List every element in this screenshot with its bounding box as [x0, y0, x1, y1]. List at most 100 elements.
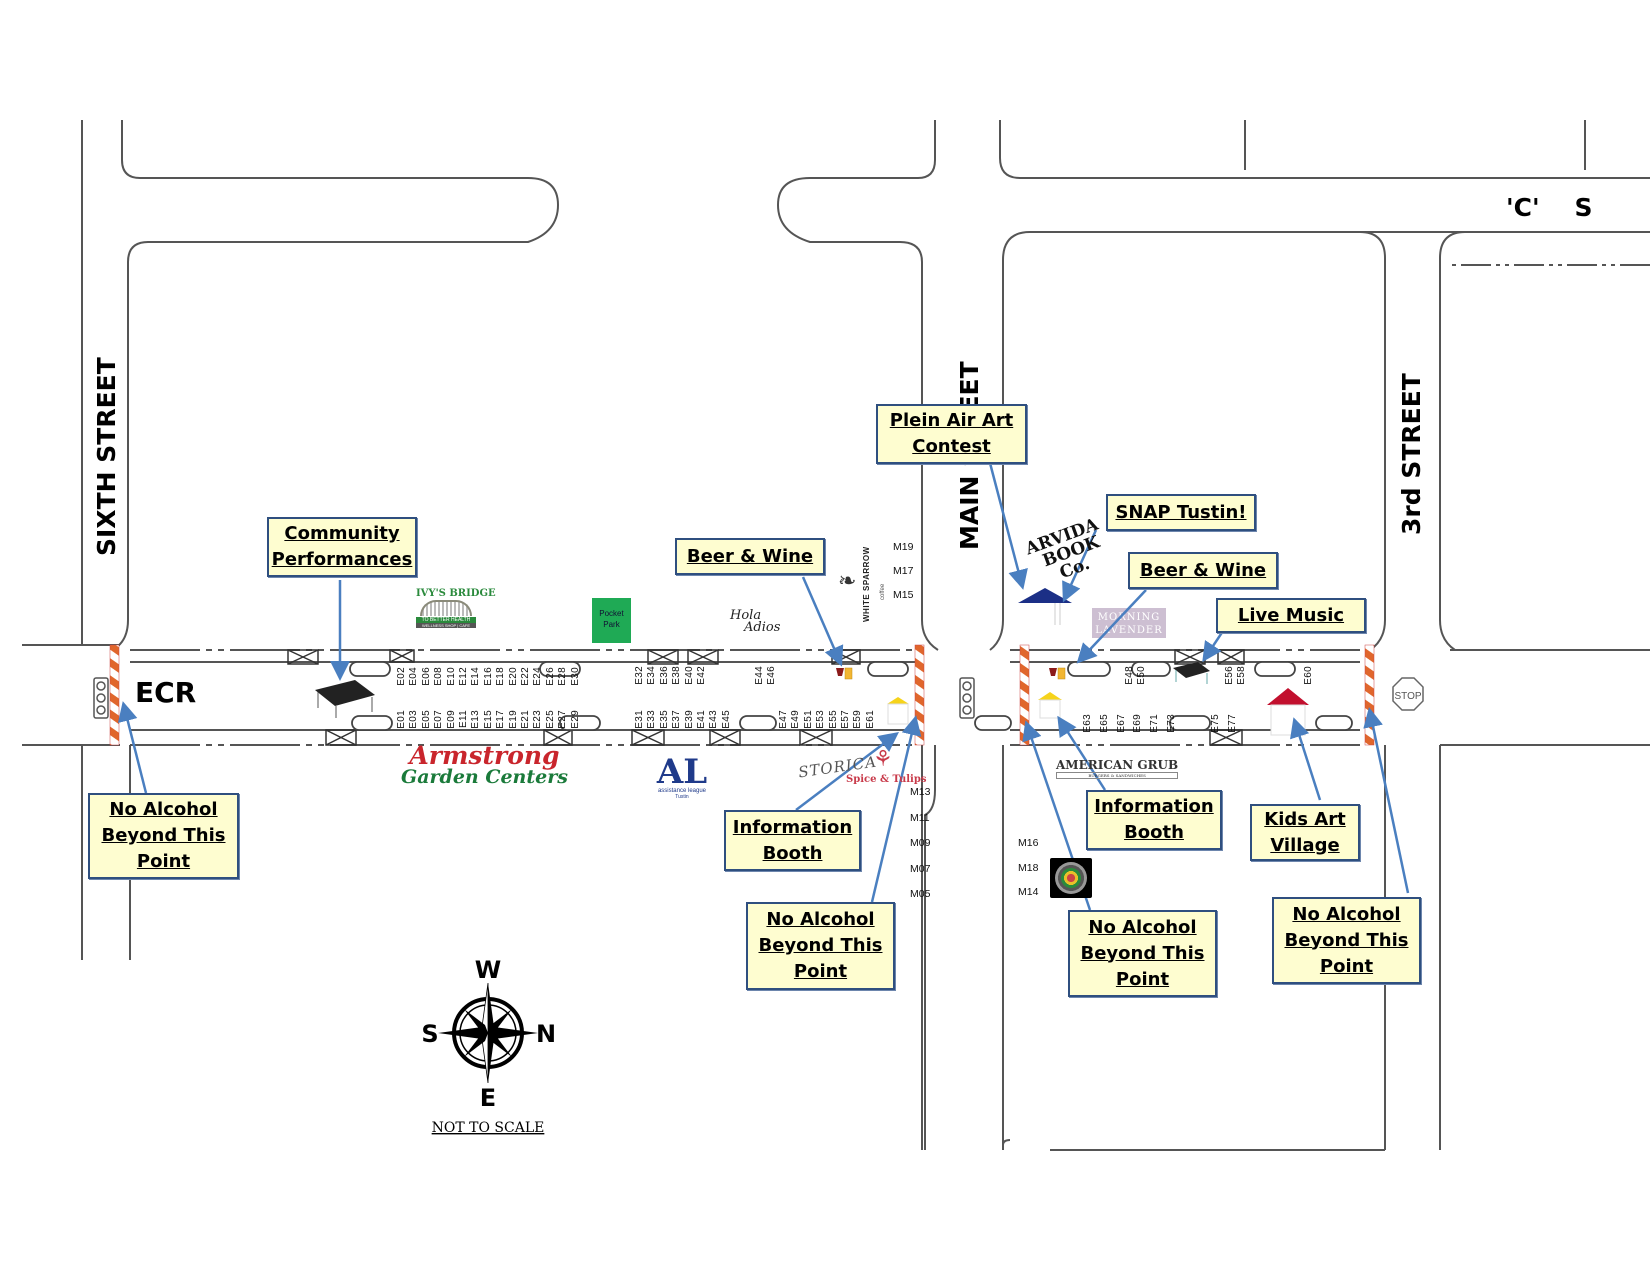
- stall-label: E56: [1224, 666, 1235, 685]
- callout-line: Beyond This: [101, 825, 226, 846]
- stall-label: E03: [408, 710, 420, 729]
- tulip-icon: ⚘: [873, 746, 893, 771]
- planter-bumpout: [1254, 661, 1296, 677]
- main-street-stall-label: M13: [910, 786, 931, 798]
- block-outline: [999, 120, 1650, 179]
- callout-line: Beer & Wine: [686, 545, 814, 567]
- stall-label: E28: [557, 667, 569, 686]
- american-grub-sub: BURGERS & SANDWICHES: [1056, 772, 1179, 779]
- arrow-plein-air: [988, 462, 1028, 590]
- tent-red-icon: [1267, 688, 1309, 736]
- crosswalk-x-box: [389, 649, 415, 663]
- planter-bumpout: [1067, 661, 1111, 677]
- stall-label: E09: [445, 710, 457, 729]
- stall-label: E75: [1210, 714, 1221, 733]
- american-grub-logo: AMERICAN GRUB BURGERS & SANDWICHES: [1056, 758, 1179, 779]
- stall-label: E20: [507, 667, 519, 686]
- stall-label: E27: [557, 710, 569, 729]
- morning-lavender-logo: MORNING LAVENDER: [1092, 608, 1166, 638]
- assistance-league-logo: AL assistance league Tustin: [652, 755, 712, 800]
- pocket-park: Pocket Park: [592, 598, 631, 643]
- callout-line: Contest: [912, 436, 991, 457]
- compass-s-label: S: [421, 1020, 438, 1048]
- arrow-beer-west: [801, 576, 844, 667]
- crosswalk-x-box: [647, 649, 679, 665]
- vendor-logo-circular: [1050, 858, 1092, 898]
- stall-label: E11: [458, 710, 469, 728]
- barricade-third: [1364, 644, 1375, 746]
- stall-label: E40: [683, 666, 695, 685]
- stall-label: E50: [1136, 666, 1147, 685]
- callout-line: Point: [1115, 968, 1170, 990]
- stall-label: E12: [458, 667, 469, 686]
- callout-line: Village: [1270, 834, 1340, 856]
- arrow-snap: [1062, 529, 1098, 603]
- stall-label: E33: [646, 710, 658, 729]
- stall-label: E37: [671, 710, 683, 729]
- stall-label: E43: [708, 710, 720, 729]
- crosswalk-markers: [287, 649, 1245, 746]
- stall-label: E59: [852, 710, 864, 729]
- crosswalk-x-box: [325, 729, 357, 746]
- compass-rose-icon: [438, 982, 538, 1084]
- white-sparrow-logo: WHITE SPARROW: [862, 546, 871, 622]
- callout-line: Booth: [1124, 822, 1184, 843]
- barricade-main-west: [914, 644, 925, 746]
- tent-blue-icon: [1018, 588, 1072, 625]
- block-corner: [1002, 1139, 1011, 1150]
- stall-label: E38: [671, 666, 683, 685]
- wine-beer-icon: [1049, 667, 1066, 680]
- compass-w-label: W: [475, 956, 501, 984]
- callout-line: Booth: [762, 842, 823, 864]
- block-outline: [989, 231, 1600, 651]
- callout-beer-wine-west: Beer & Wine: [675, 538, 825, 575]
- main-street-stall-label: M14: [1018, 886, 1039, 898]
- al-name: assistance league: [657, 788, 707, 794]
- stall-label: E65: [1098, 714, 1110, 733]
- planter-bumpout: [349, 661, 391, 677]
- callout-line: Beyond This: [758, 935, 883, 956]
- tent-yellow-icon: [887, 697, 909, 725]
- stall-label: E26: [544, 667, 556, 686]
- stop-sign-text: STOP: [1394, 691, 1421, 702]
- stage-icon: [315, 680, 375, 718]
- arrow-no-alcohol-sixth: [117, 701, 148, 794]
- callout-beer-wine-east: Beer & Wine: [1128, 552, 1278, 589]
- traffic-signal-icon: [93, 677, 109, 719]
- stall-label: E01: [396, 710, 407, 729]
- stall-label: E55: [827, 710, 839, 729]
- planter-bumpout: [559, 715, 601, 731]
- stall-label: E23: [532, 710, 544, 729]
- crosswalk-x-box: [1209, 729, 1243, 746]
- stall-label: E69: [1132, 714, 1144, 733]
- block-outline: [1359, 231, 1386, 651]
- wine-beer-icon: [836, 667, 853, 680]
- stall-label: E53: [815, 710, 827, 729]
- block-outline: [1439, 231, 1650, 651]
- pocket-park-label: Pocket: [599, 609, 624, 618]
- crosswalk-x-box: [287, 649, 319, 665]
- callout-line: Community: [284, 523, 400, 544]
- planter-bumpout: [1315, 715, 1353, 731]
- callout-line: Beer & Wine: [1139, 559, 1267, 581]
- callout-line: No Alcohol: [1088, 916, 1197, 938]
- garden-centers-text: Garden Centers: [401, 766, 568, 788]
- ivys-bridge-sub: WELLNESS SHOP | CAFE: [416, 623, 476, 628]
- main-street-stall-label: M16: [1018, 837, 1039, 849]
- main-street-stall-label: M18: [1018, 861, 1039, 874]
- hola-adios-logo: Hola Adios: [730, 609, 780, 634]
- not-to-scale-label: NOT TO SCALE: [432, 1120, 545, 1136]
- armstrong-logo: Armstrong Garden Centers: [401, 743, 568, 788]
- main-street-stall-label: M15: [893, 589, 914, 601]
- block-outline: [924, 745, 936, 1150]
- callout-line: No Alcohol: [1292, 903, 1401, 925]
- barricade-main-east: [1019, 644, 1030, 746]
- planter-bumpout: [351, 715, 393, 731]
